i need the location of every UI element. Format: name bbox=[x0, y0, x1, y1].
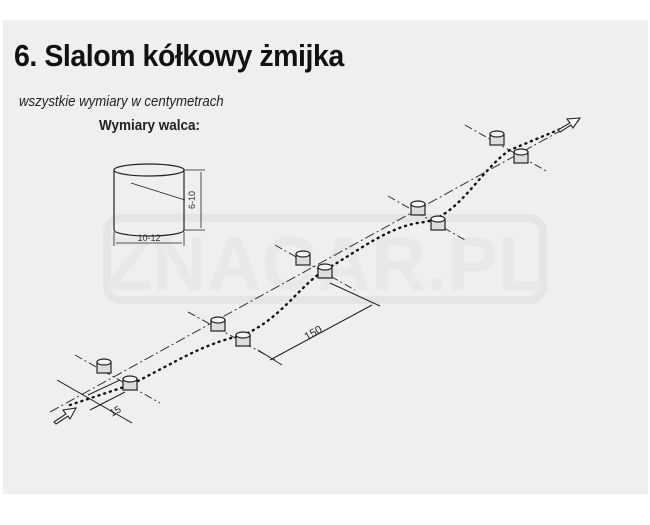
cone bbox=[295, 250, 311, 266]
cylinder-diameter-label: 10-12 bbox=[137, 233, 160, 243]
spacing-dimension bbox=[257, 282, 381, 366]
cone bbox=[317, 263, 333, 279]
cylinder-drawing bbox=[113, 163, 205, 246]
cones bbox=[96, 130, 529, 391]
exit-arrow-icon bbox=[557, 117, 582, 133]
cone bbox=[210, 316, 226, 332]
entry-arrow-icon bbox=[53, 407, 78, 425]
cone bbox=[410, 200, 426, 216]
watermark: ZNACAR.PL bbox=[103, 214, 547, 307]
cone bbox=[430, 215, 446, 231]
cone bbox=[235, 331, 251, 347]
units-note: wszystkie wymiary w centymetrach bbox=[19, 93, 224, 110]
cone bbox=[513, 148, 529, 164]
cylinder-height-label: 6-10 bbox=[187, 191, 197, 209]
spacing-label: 150 bbox=[303, 324, 325, 344]
cylinder-heading: Wymiary walca: bbox=[99, 117, 201, 134]
cone bbox=[96, 358, 112, 374]
cone bbox=[122, 375, 138, 391]
offset-dimension bbox=[56, 379, 133, 424]
page-title: 6. Slalom kółkowy żmijka bbox=[14, 38, 344, 73]
offset-label: 15 bbox=[108, 404, 124, 419]
cone bbox=[489, 130, 505, 146]
center-axis bbox=[49, 119, 581, 413]
